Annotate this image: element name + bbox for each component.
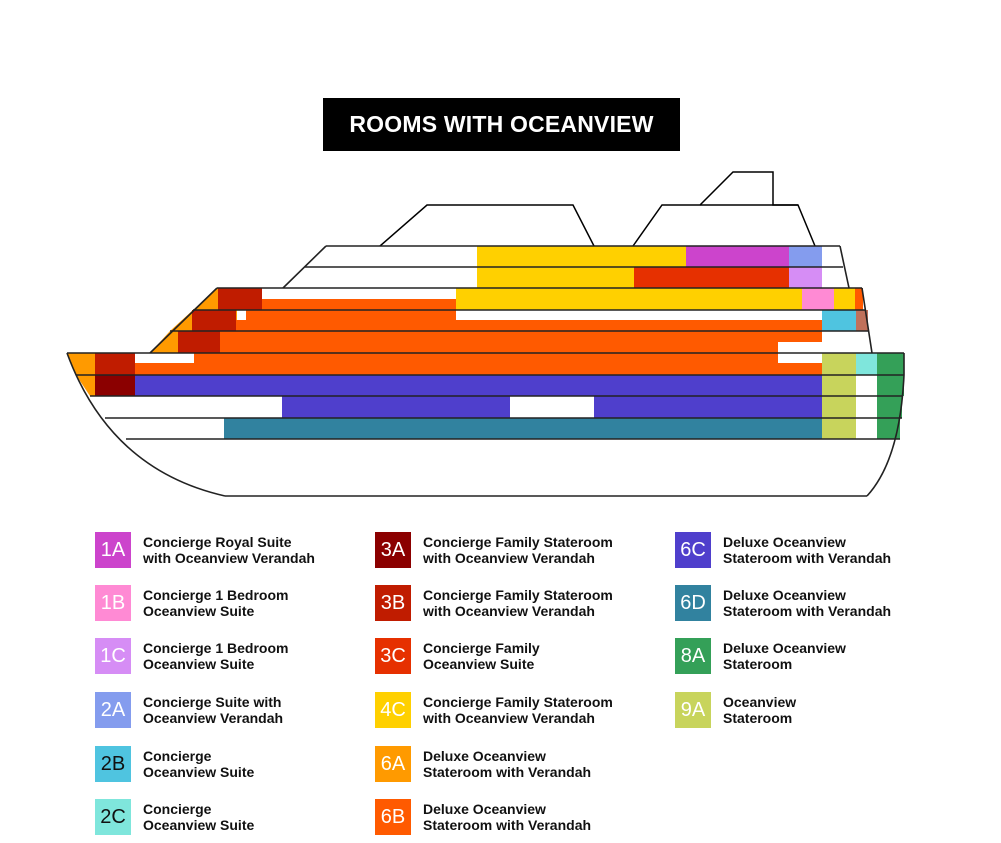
page-title: ROOMS WITH OCEANVIEW [323,98,680,151]
legend-swatch: 1C [95,638,131,674]
legend-swatch: 4C [375,692,411,728]
legend-swatch: 1A [95,532,131,568]
legend-swatch: 2A [95,692,131,728]
legend-swatch: 6A [375,746,411,782]
legend-swatch: 6B [375,799,411,835]
legend-swatch: 3A [375,532,411,568]
legend-swatch: 6C [675,532,711,568]
legend-swatch: 8A [675,638,711,674]
legend-swatch: 1B [95,585,131,621]
legend-swatch: 2C [95,799,131,835]
legend-swatch: 3C [375,638,411,674]
legend-swatch: 3B [375,585,411,621]
legend-swatch: 2B [95,746,131,782]
ship-deck-diagram [66,171,905,497]
legend-swatch: 6D [675,585,711,621]
legend-swatch: 9A [675,692,711,728]
